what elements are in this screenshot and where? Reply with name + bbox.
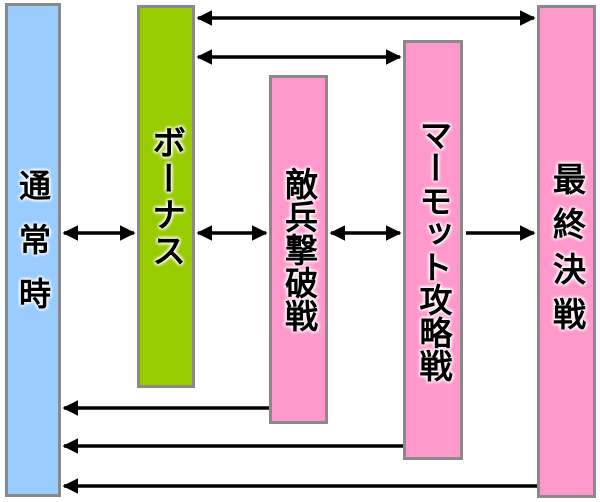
label-bonus: ボーナス [145, 124, 186, 269]
label-normal: 通常時 [14, 169, 52, 331]
box-final-battle: 最終決戦 [537, 5, 596, 498]
box-bonus: ボーナス [137, 5, 195, 388]
box-normal: 通常時 [5, 3, 61, 497]
label-final-battle: 最終決戦 [547, 161, 587, 342]
box-enemy-defeat: 敵兵撃破戦 [269, 75, 328, 424]
box-marmot-battle: マーモット攻略戦 [403, 40, 463, 460]
label-enemy-defeat: 敵兵撃破戦 [279, 167, 319, 332]
label-marmot-battle: マーモット攻略戦 [414, 118, 453, 382]
